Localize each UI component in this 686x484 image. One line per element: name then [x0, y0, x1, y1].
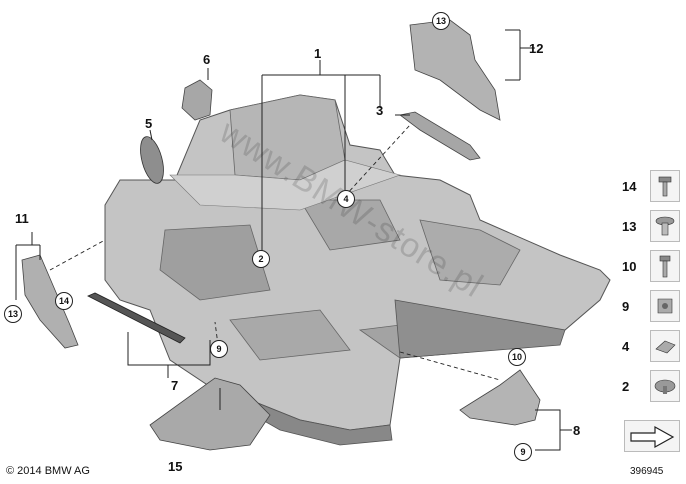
circle-callout-13-top: 13 — [432, 12, 450, 30]
legend-number: 2 — [622, 379, 630, 394]
circle-callout-14: 14 — [55, 292, 73, 310]
part-11-trim — [21, 254, 79, 349]
callout-1: 1 — [314, 46, 322, 61]
circle-callout-9-left: 9 — [210, 340, 228, 358]
clamp-clip-icon — [650, 330, 680, 362]
part-12-panel — [409, 19, 501, 121]
callout-11: 11 — [15, 211, 29, 226]
callout-8: 8 — [573, 423, 581, 438]
legend-row-4: 4 — [616, 330, 686, 364]
legend-row-9: 9 — [616, 290, 686, 324]
part-7-strip — [87, 292, 186, 344]
circle-callout-2: 2 — [252, 250, 270, 268]
legend-row-10: 10 — [616, 250, 686, 284]
callout-7: 7 — [171, 378, 179, 393]
screw-icon — [650, 170, 680, 202]
leader-lines — [15, 29, 572, 451]
part-8-trim — [459, 369, 541, 426]
clip-nut-icon — [650, 290, 680, 322]
floor-carpet — [104, 94, 611, 446]
part-5-disc — [140, 136, 164, 184]
callout-5: 5 — [145, 116, 153, 131]
callout-15: 15 — [168, 459, 183, 474]
circle-callout-13-left: 13 — [4, 305, 22, 323]
callout-6: 6 — [203, 52, 211, 67]
legend-number: 9 — [622, 299, 630, 314]
callout-3: 3 — [376, 103, 384, 118]
circle-callout-4: 4 — [337, 190, 355, 208]
legend-row-14: 14 — [616, 170, 686, 204]
legend-number: 14 — [622, 179, 637, 194]
part-15-panel — [149, 377, 271, 451]
legend-row-2: 2 — [616, 370, 686, 404]
plug-icon — [650, 370, 680, 402]
bolt-icon — [650, 250, 680, 282]
circle-callout-10: 10 — [508, 348, 526, 366]
callout-12: 12 — [529, 41, 544, 56]
part-6-cover — [181, 79, 213, 121]
document-id: 396945 — [630, 466, 664, 477]
legend-number: 10 — [622, 259, 637, 274]
legend-row-arrow — [616, 420, 686, 454]
part-3-trim — [399, 111, 481, 161]
expanding-rivet-icon — [650, 210, 680, 242]
fastener-legend: 14 13 10 9 4 — [616, 170, 686, 464]
legend-number: 4 — [622, 339, 630, 354]
copyright-text: © 2014 BMW AG — [6, 465, 90, 477]
arrow-icon — [624, 420, 680, 452]
circle-callout-9-right: 9 — [514, 443, 532, 461]
legend-number: 13 — [622, 219, 637, 234]
legend-row-13: 13 — [616, 210, 686, 244]
